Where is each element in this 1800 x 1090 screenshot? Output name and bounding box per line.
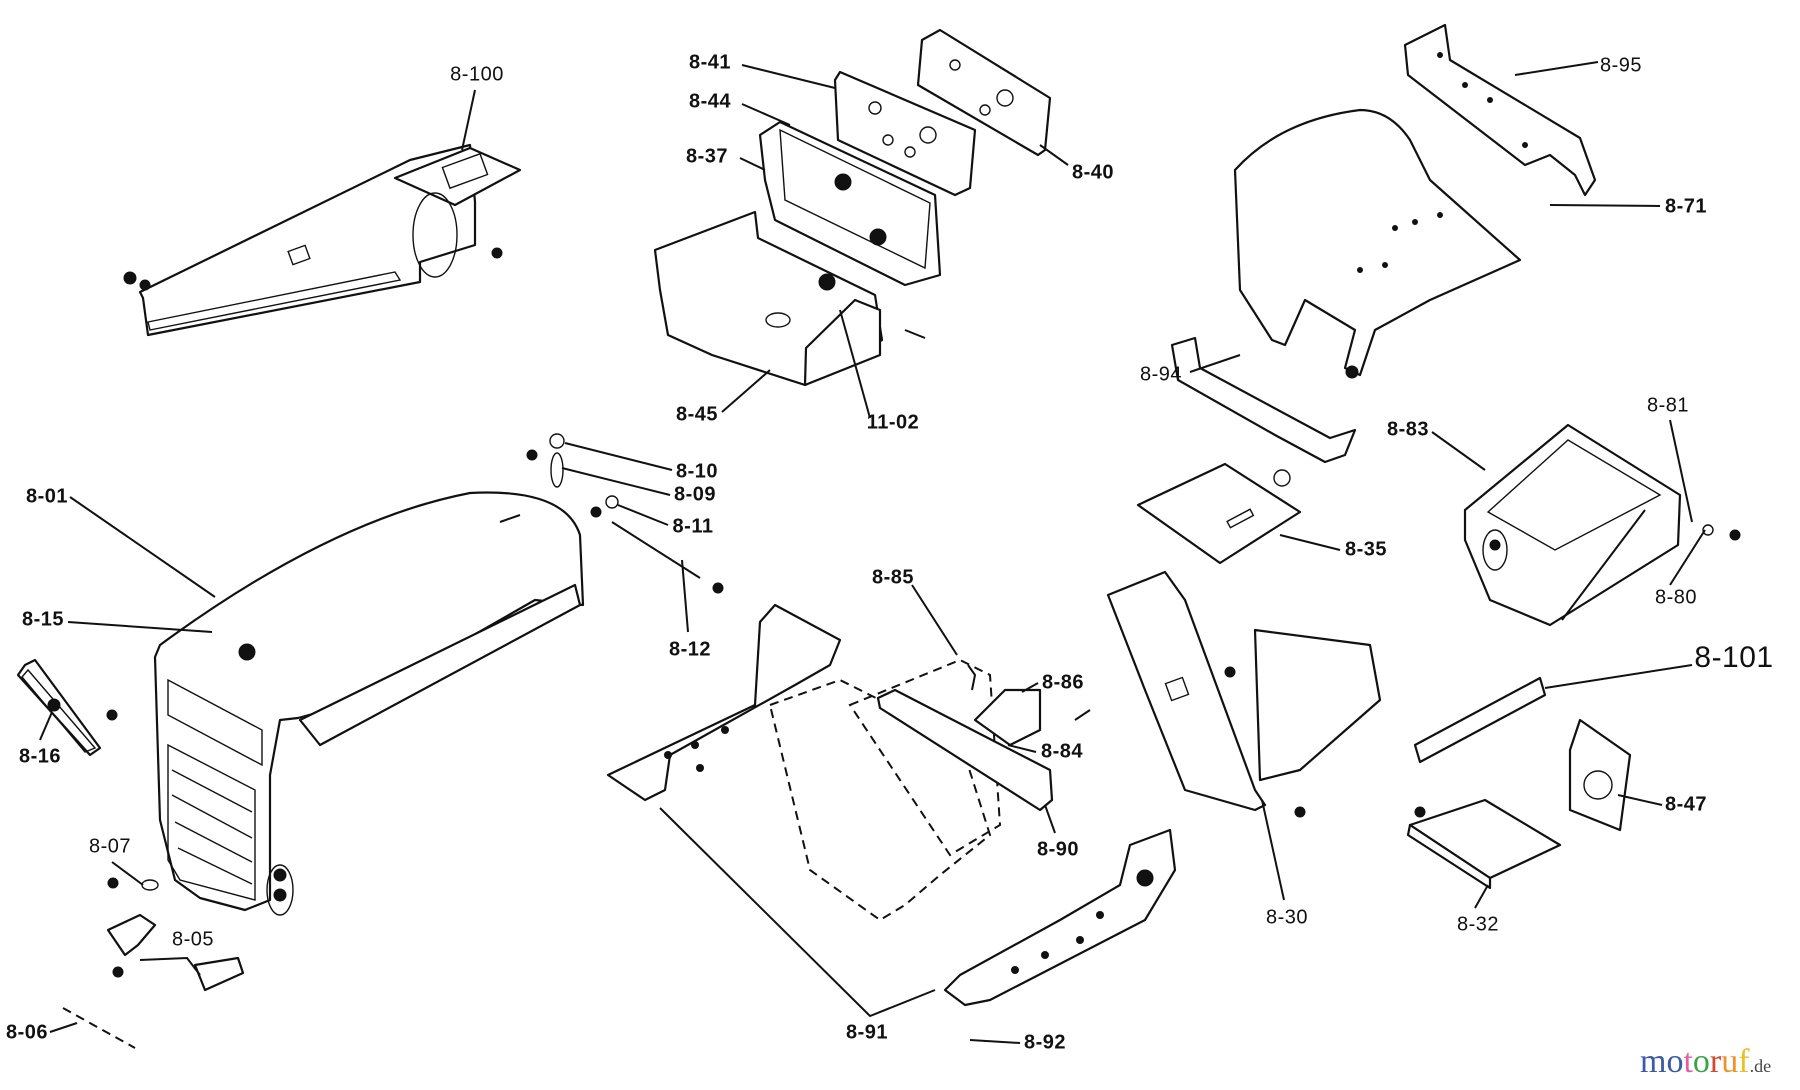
part-8-71-rear-fender[interactable] (1233, 108, 1522, 377)
part-8-16-grille-screen[interactable] (16, 658, 118, 757)
callout-8-12[interactable]: 8-12 (668, 638, 712, 661)
callout-8-86[interactable]: 8-86 (1041, 671, 1085, 694)
logo-letter: r (1709, 1043, 1722, 1080)
callout-8-05[interactable]: 8-05 (171, 928, 215, 951)
part-8-90-support-bar[interactable] (876, 664, 1091, 812)
logo-letter: o (1666, 1043, 1684, 1080)
callout-8-95[interactable]: 8-95 (1599, 54, 1643, 77)
callout-8-94[interactable]: 8-94 (1139, 363, 1183, 386)
part-8-94-fender-support[interactable] (1170, 336, 1359, 487)
part-8-100-console-panel[interactable] (123, 143, 522, 337)
callout-8-01[interactable]: 8-01 (25, 485, 69, 508)
part-8-12-hood-rod[interactable] (526, 433, 724, 594)
callout-8-92[interactable]: 8-92 (1023, 1031, 1067, 1054)
callout-8-09[interactable]: 8-09 (673, 483, 717, 506)
callout-11-02[interactable]: 11-02 (866, 411, 920, 434)
part-8-91-footrest-right[interactable] (943, 828, 1177, 1007)
logo-suffix: .de (1749, 1056, 1772, 1076)
logo-letter: u (1721, 1043, 1739, 1080)
callout-8-41[interactable]: 8-41 (688, 51, 732, 74)
part-8-101-angle-strip[interactable] (1413, 676, 1547, 764)
part-8-41-dash-plate[interactable] (833, 70, 977, 197)
callout-8-90[interactable]: 8-90 (1036, 838, 1080, 861)
callout-8-47[interactable]: 8-47 (1664, 793, 1708, 816)
part-8-37-dash-housing[interactable] (758, 120, 942, 287)
part-8-40-dash-plate[interactable] (916, 28, 1052, 157)
callout-8-80[interactable]: 8-80 (1654, 586, 1698, 609)
part-8-95-hitch-bracket[interactable] (1403, 23, 1597, 197)
leader-lines (39, 61, 1706, 1044)
callout-8-44[interactable]: 8-44 (688, 90, 732, 113)
part-8-01-hood[interactable] (153, 491, 585, 916)
logo-letter: o (1692, 1043, 1710, 1080)
part-8-32-floor-plate[interactable] (1406, 798, 1562, 890)
callout-8-32[interactable]: 8-32 (1456, 913, 1500, 936)
part-8-83-battery-box[interactable] (1463, 423, 1741, 627)
callout-8-16[interactable]: 8-16 (18, 745, 62, 768)
callout-8-11[interactable]: 8-11 (672, 515, 714, 538)
motoruf-logo: motoruf.de (1640, 1045, 1771, 1083)
callout-8-81[interactable]: 8-81 (1646, 394, 1690, 417)
callout-8-71[interactable]: 8-71 (1664, 195, 1708, 218)
callout-8-06[interactable]: 8-06 (5, 1021, 49, 1044)
callout-8-07[interactable]: 8-07 (88, 835, 132, 858)
callout-8-37[interactable]: 8-37 (685, 145, 729, 168)
callout-8-85[interactable]: 8-85 (871, 566, 915, 589)
callout-8-10[interactable]: 8-10 (675, 460, 719, 483)
part-8-47-mounting-plate[interactable] (1568, 718, 1632, 832)
part-8-35-cover-plate[interactable] (1136, 462, 1302, 565)
part-8-05-hinge-brackets[interactable] (62, 877, 245, 1049)
callout-8-40[interactable]: 8-40 (1071, 161, 1115, 184)
logo-letter: f (1738, 1043, 1750, 1080)
part-8-91-footrest-left[interactable] (606, 603, 842, 802)
logo-letter: t (1683, 1043, 1693, 1080)
callout-8-35[interactable]: 8-35 (1344, 538, 1388, 561)
callout-8-100[interactable]: 8-100 (450, 63, 504, 86)
part-8-45-dash-tray[interactable] (653, 210, 926, 387)
logo-letter: m (1640, 1043, 1667, 1080)
part-8-30-frame-bracket[interactable] (1106, 570, 1382, 818)
callout-8-45[interactable]: 8-45 (675, 403, 719, 426)
callout-8-101[interactable]: 8-101 (1694, 641, 1774, 674)
callout-8-15[interactable]: 8-15 (21, 608, 65, 631)
callout-8-91[interactable]: 8-91 (845, 1021, 889, 1044)
callout-8-30[interactable]: 8-30 (1265, 906, 1309, 929)
callout-8-84[interactable]: 8-84 (1040, 740, 1084, 763)
callout-8-83[interactable]: 8-83 (1386, 418, 1430, 441)
